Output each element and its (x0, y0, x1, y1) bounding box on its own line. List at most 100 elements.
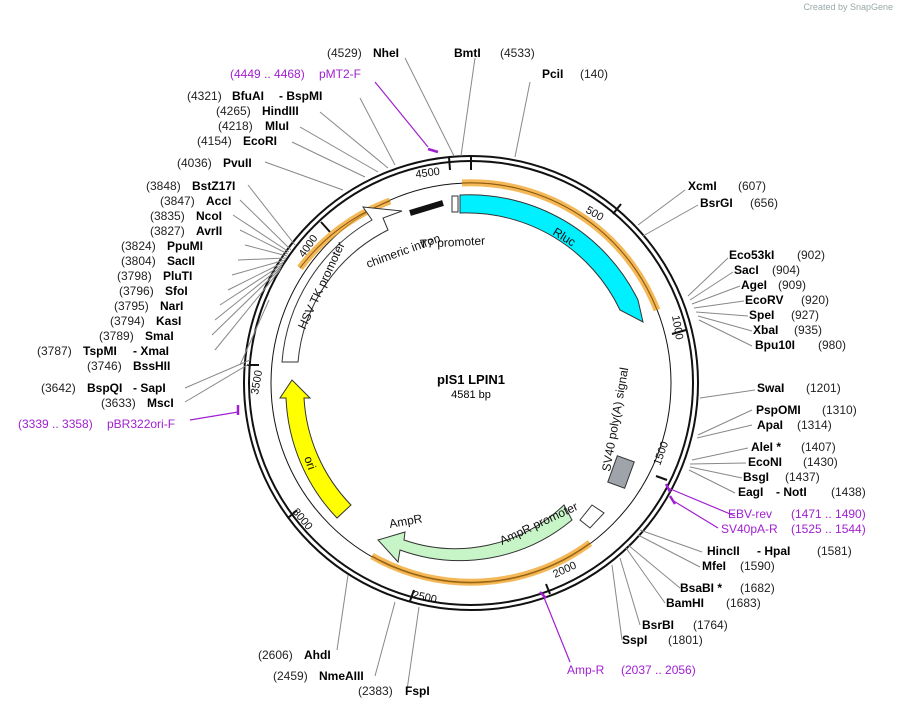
site-noti[interactable]: - NotI (776, 485, 807, 499)
site-pspomi[interactable]: PspOMI (756, 403, 801, 417)
site-bpu10i[interactable]: Bpu10I (755, 338, 795, 352)
site-pos-pvuii: (4036) (177, 156, 212, 170)
hsv-orf-line (299, 200, 391, 269)
site-pos-econi: (1430) (803, 455, 838, 469)
primer-sv40pa-r[interactable]: SV40pA-R (721, 522, 778, 536)
site-pos-ahdi: (2606) (258, 648, 293, 662)
site-pos-bsrbi: (1764) (693, 618, 728, 632)
site-pos-avrii: (3827) (150, 224, 185, 238)
site-sspi[interactable]: SspI (622, 633, 647, 647)
site-eco53ki[interactable]: Eco53kI (729, 248, 774, 262)
site-bspqi[interactable]: BspQI (87, 381, 122, 395)
site-xcmi[interactable]: XcmI (688, 179, 717, 193)
site-xmai[interactable]: - XmaI (133, 344, 169, 358)
site-fspi[interactable]: FspI (405, 684, 430, 698)
site-pos-ecori: (4154) (197, 134, 232, 148)
ori-feature[interactable] (279, 379, 352, 519)
site-avrii[interactable]: AvrII (196, 224, 222, 238)
site-eagi[interactable]: EagI (738, 485, 763, 499)
site-nmeaiii[interactable]: NmeAIII (319, 669, 364, 683)
site-bspmi[interactable]: - BspMI (279, 89, 322, 103)
site-hpai[interactable]: - HpaI (757, 544, 790, 558)
site-pos-kasi: (3794) (110, 314, 145, 328)
ampr-promoter-feature[interactable] (579, 504, 605, 529)
primer-ebv-rev[interactable]: EBV-rev (728, 507, 772, 521)
ori-label: ori (301, 454, 319, 471)
site-agei[interactable]: AgeI (741, 278, 767, 292)
site-pos-hindiii: (4265) (216, 104, 251, 118)
site-sacii[interactable]: SacII (167, 254, 195, 268)
tick-2500: 2500 (411, 589, 437, 606)
sv40-polya-label: SV40 poly(A) signal (599, 366, 631, 472)
ampr-feature[interactable] (377, 504, 573, 564)
site-ahdi[interactable]: AhdI (304, 648, 331, 662)
site-pos-fspi: (2383) (358, 684, 393, 698)
site-pos-sspi: (1801) (668, 633, 703, 647)
primer-pbr322ori-f[interactable]: pBR322ori-F (107, 417, 175, 431)
site-xbai[interactable]: XbaI (753, 323, 778, 337)
sv40-polya-feature[interactable] (607, 455, 635, 489)
site-pos-agei: (909) (778, 278, 806, 292)
plasmid-name: pIS1 LPIN1 (437, 372, 505, 387)
site-pvuii[interactable]: PvuII (223, 156, 252, 170)
site-sapi[interactable]: - SapI (133, 381, 166, 395)
site-pos-apai: (1314) (797, 418, 832, 432)
site-hincii[interactable]: HincII (707, 544, 740, 558)
t7-promoter-label: T7 promoter (419, 234, 485, 251)
site-bsrgi[interactable]: BsrGI (700, 196, 733, 210)
site-bfuai[interactable]: BfuAI (232, 89, 264, 103)
site-ppumi[interactable]: PpuMI (167, 239, 203, 253)
site-pos-ecorv: (920) (801, 293, 829, 307)
site-pos-tspmi: (3787) (37, 344, 72, 358)
site-smai[interactable]: SmaI (145, 329, 174, 343)
site-econi[interactable]: EcoNI (748, 455, 782, 469)
site-pos-bmti: (4533) (500, 46, 535, 60)
site-mfei[interactable]: MfeI (702, 559, 726, 573)
scale-ticks (247, 156, 687, 602)
site-nhei[interactable]: NheI (373, 46, 399, 60)
primer-pmt2f[interactable]: pMT2-F (319, 67, 361, 81)
site-sfoi[interactable]: SfoI (165, 284, 188, 298)
site-bsshii[interactable]: BssHII (133, 359, 170, 373)
site-pluti[interactable]: PluTI (163, 269, 192, 283)
site-saci[interactable]: SacI (734, 263, 759, 277)
site-pos-mlui: (4218) (218, 119, 253, 133)
site-msci[interactable]: MscI (147, 396, 174, 410)
site-bstz17i[interactable]: BstZ17I (192, 179, 235, 193)
rluc-orf-line (461, 182, 658, 311)
chimeric-intron-feature[interactable] (409, 200, 444, 216)
site-bamhi[interactable]: BamHI (666, 596, 704, 610)
site-hindiii[interactable]: HindIII (262, 104, 299, 118)
site-apai[interactable]: ApaI (757, 418, 783, 432)
primer-amp-r[interactable]: Amp-R (567, 663, 605, 677)
site-bsabi[interactable]: BsaBI * (680, 581, 722, 595)
site-pos-bspqi: (3642) (41, 381, 76, 395)
primer-ebv-range: (1471 .. 1490) (791, 507, 866, 521)
site-pos-sfoi: (3796) (119, 284, 154, 298)
site-nari[interactable]: NarI (160, 299, 183, 313)
site-mlui[interactable]: MluI (265, 119, 289, 133)
site-bmti[interactable]: BmtI (454, 46, 481, 60)
site-tspmi[interactable]: TspMI (83, 344, 117, 358)
site-pcii[interactable]: PciI (542, 67, 563, 81)
t7-promoter-feature[interactable] (451, 195, 459, 213)
site-alei[interactable]: AleI * (751, 440, 781, 454)
site-pos-bsshii: (3746) (87, 359, 122, 373)
hsv-tk-promoter-feature[interactable] (281, 206, 403, 363)
tick-1500: 1500 (652, 440, 672, 467)
site-kasi[interactable]: KasI (156, 314, 181, 328)
site-pos-bfuai: (4321) (187, 89, 222, 103)
rluc-feature[interactable] (459, 194, 644, 323)
snapgene-credit: Created by SnapGene (803, 2, 893, 12)
site-spei[interactable]: SpeI (749, 308, 774, 322)
site-ncoi[interactable]: NcoI (196, 209, 222, 223)
site-pos-sacii: (3804) (121, 254, 156, 268)
site-pos-nhei: (4529) (327, 46, 362, 60)
site-ecori[interactable]: EcoRI (243, 134, 277, 148)
site-swai[interactable]: SwaI (757, 381, 784, 395)
site-ecorv[interactable]: EcoRV (745, 293, 783, 307)
site-bsrbi[interactable]: BsrBI (642, 618, 674, 632)
site-bsgi[interactable]: BsgI (743, 470, 769, 484)
site-acci[interactable]: AccI (206, 194, 231, 208)
